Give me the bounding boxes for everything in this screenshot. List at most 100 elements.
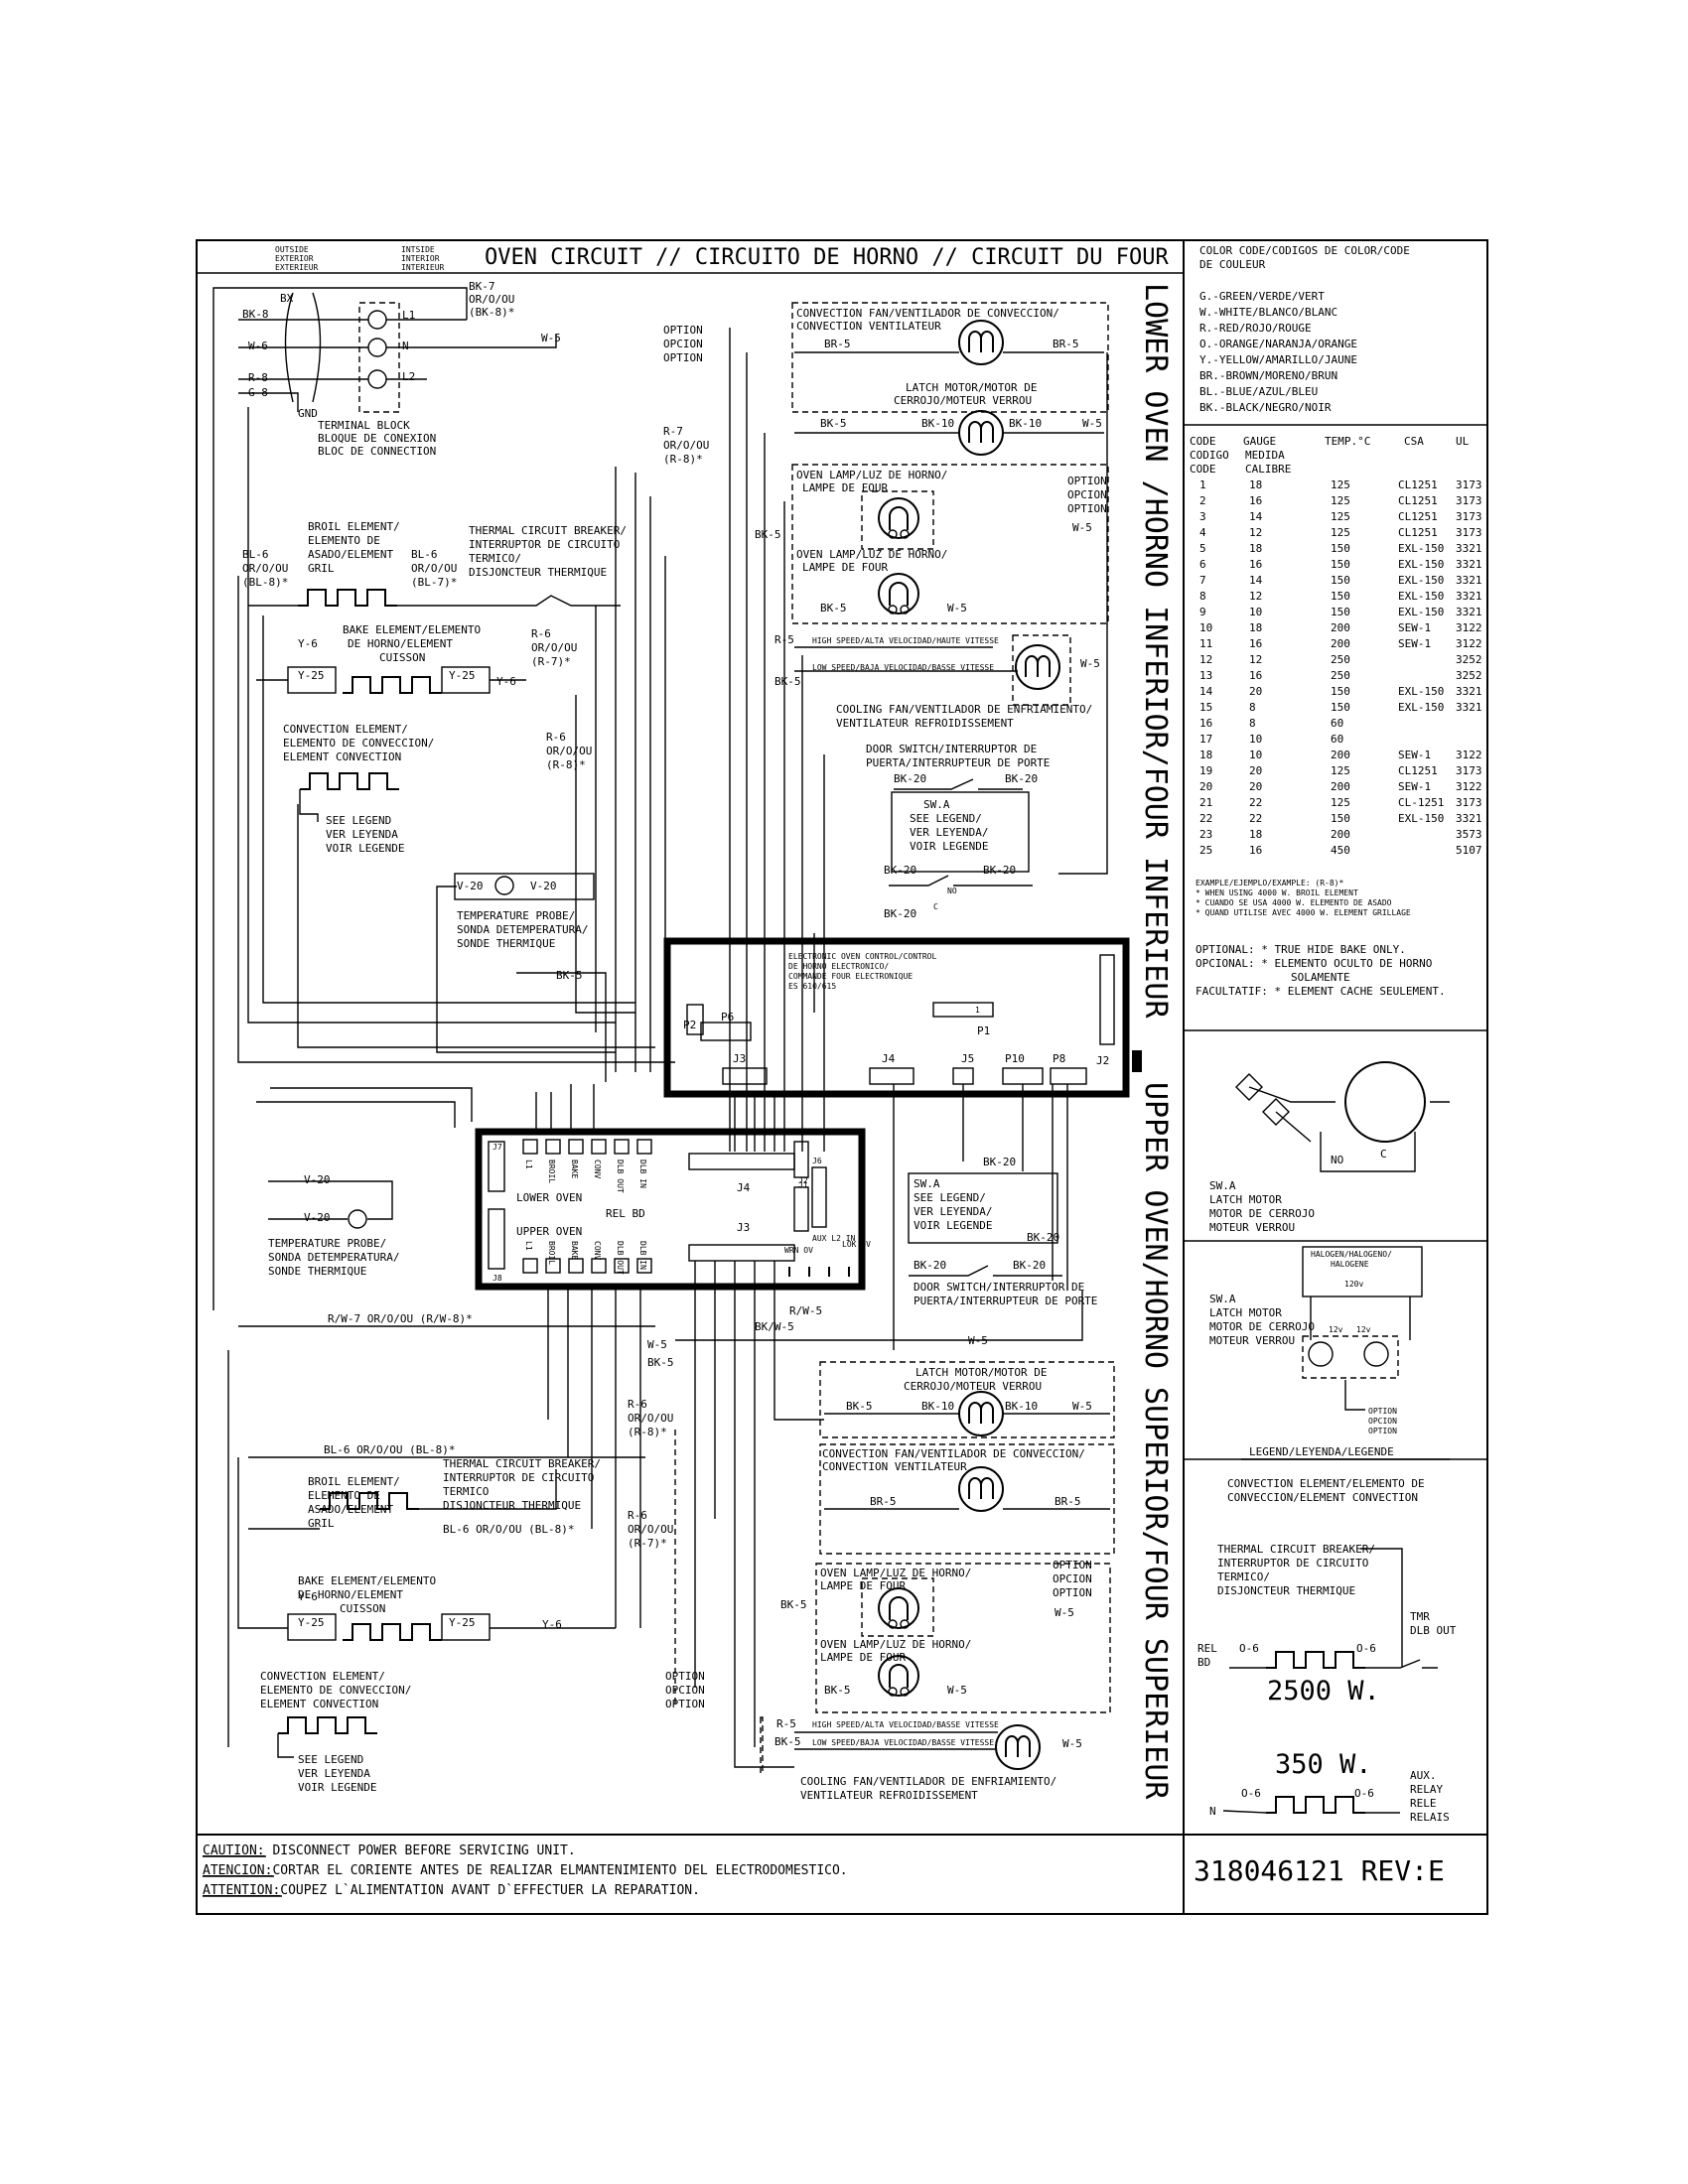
svg-text:W-5: W-5 (947, 602, 967, 614)
svg-text:BD: BD (1197, 1656, 1210, 1669)
gauge-cell: 3173 (1456, 796, 1482, 809)
gauge-cell: 9 (1199, 606, 1206, 618)
svg-text:VER LEYENDA/: VER LEYENDA/ (910, 826, 988, 839)
gauge-cell: 150 (1331, 812, 1350, 825)
svg-text:Y-25: Y-25 (298, 1616, 325, 1629)
svg-text:EXTERIEUR: EXTERIEUR (275, 263, 319, 272)
svg-text:CODE: CODE (1190, 463, 1216, 476)
svg-text:OPTION: OPTION (1368, 1427, 1397, 1435)
gauge-cell: 3122 (1456, 749, 1482, 761)
gauge-cell: 16 (1249, 669, 1262, 682)
gauge-cell: 18 (1199, 749, 1212, 761)
svg-text:NO: NO (947, 887, 957, 895)
svg-text:12v: 12v (1329, 1325, 1343, 1334)
gauge-cell: EXL-150 (1398, 542, 1444, 555)
svg-text:TERMICO/: TERMICO/ (1217, 1570, 1270, 1583)
svg-text:HALOGENE: HALOGENE (1331, 1260, 1369, 1269)
svg-text:PUERTA/INTERRUPTEUR DE PORTE: PUERTA/INTERRUPTEUR DE PORTE (914, 1295, 1097, 1307)
svg-text:SEE LEGEND/: SEE LEGEND/ (910, 812, 982, 825)
svg-text:BR-5: BR-5 (824, 338, 851, 350)
svg-text:ELEMENT CONVECTION: ELEMENT CONVECTION (283, 751, 401, 763)
gauge-cell: 150 (1331, 590, 1350, 603)
gauge-cell: 3173 (1456, 494, 1482, 507)
svg-text:GAUGE: GAUGE (1243, 435, 1276, 448)
svg-text:V-20: V-20 (304, 1211, 331, 1224)
gauge-cell: 3122 (1456, 637, 1482, 650)
svg-text:MOTEUR VERROU: MOTEUR VERROU (1209, 1334, 1295, 1347)
svg-text:P8: P8 (1053, 1052, 1065, 1065)
diagram-title: OVEN CIRCUIT // CIRCUITO DE HORNO // CIR… (485, 245, 1170, 270)
svg-text:CONVECTION ELEMENT/: CONVECTION ELEMENT/ (283, 723, 408, 736)
svg-text:DE COULEUR: DE COULEUR (1199, 258, 1266, 271)
svg-text:W.-WHITE/BLANCO/BLANC: W.-WHITE/BLANCO/BLANC (1199, 306, 1337, 319)
svg-text:ES 610/615: ES 610/615 (788, 982, 836, 991)
svg-text:OPTION: OPTION (1067, 502, 1107, 515)
svg-text:VER LEYENDA: VER LEYENDA (326, 828, 398, 841)
svg-text:EXAMPLE/EJEMPLO/EXAMPLE: (R-8): EXAMPLE/EJEMPLO/EXAMPLE: (R-8)* (1196, 879, 1343, 887)
gauge-cell: 10 (1249, 606, 1262, 618)
svg-text:SEE LEGEND: SEE LEGEND (298, 1753, 363, 1766)
svg-text:MOTOR DE CERROJO: MOTOR DE CERROJO (1209, 1207, 1315, 1220)
svg-text:LOK OV: LOK OV (842, 1240, 871, 1249)
svg-text:BROIL: BROIL (547, 1160, 556, 1183)
gauge-cell: 200 (1331, 621, 1350, 634)
svg-text:R/W-7 OR/O/OU (R/W-8)*: R/W-7 OR/O/OU (R/W-8)* (328, 1312, 473, 1325)
svg-text:SW.A: SW.A (923, 798, 950, 811)
gauge-cell: CL1251 (1398, 478, 1438, 491)
svg-text:BK-5: BK-5 (824, 1684, 851, 1697)
svg-text:OPTIONAL: * TRUE HIDE BAKE ON: OPTIONAL: * TRUE HIDE BAKE ONLY. (1196, 943, 1406, 956)
gauge-cell: 20 (1249, 685, 1262, 698)
gauge-cell: 23 (1199, 828, 1212, 841)
svg-text:LOW SPEED/BAJA VELOCIDAD/BASSE: LOW SPEED/BAJA VELOCIDAD/BASSE VITESSE (812, 1738, 994, 1747)
svg-text:TERMINAL BLOCK: TERMINAL BLOCK (318, 419, 410, 432)
svg-text:BROIL: BROIL (547, 1241, 556, 1265)
svg-text:O-6: O-6 (1241, 1787, 1261, 1800)
gauge-cell: 16 (1199, 717, 1212, 730)
svg-text:C: C (1380, 1148, 1387, 1160)
svg-text:OR/O/OU: OR/O/OU (628, 1523, 673, 1536)
gauge-cell: SEW-1 (1398, 749, 1431, 761)
svg-text:(R-7)*: (R-7)* (628, 1537, 667, 1550)
svg-text:(R-8)*: (R-8)* (546, 758, 586, 771)
svg-text:OPTION: OPTION (1053, 1586, 1092, 1599)
gauge-cell: 3173 (1456, 510, 1482, 523)
svg-text:DISJONCTEUR THERMIQUE: DISJONCTEUR THERMIQUE (1217, 1584, 1355, 1597)
svg-text:BR-5: BR-5 (1053, 338, 1079, 350)
svg-text:BLOC DE CONNECTION: BLOC DE CONNECTION (318, 445, 436, 458)
gauge-cell: 125 (1331, 764, 1350, 777)
gauge-cell: EXL-150 (1398, 558, 1444, 571)
svg-text:O.-ORANGE/NARANJA/ORANGE: O.-ORANGE/NARANJA/ORANGE (1199, 338, 1357, 350)
svg-text:BROIL ELEMENT/: BROIL ELEMENT/ (308, 520, 400, 533)
gauge-cell: 125 (1331, 796, 1350, 809)
svg-text:LAMPE DE FOUR: LAMPE DE FOUR (820, 1579, 906, 1592)
gauge-cell: 14 (1249, 510, 1263, 523)
svg-text:W-5: W-5 (541, 332, 561, 344)
svg-text:BROIL ELEMENT/: BROIL ELEMENT/ (308, 1475, 400, 1488)
svg-text:W-5: W-5 (1082, 417, 1102, 430)
svg-text:CAUTION: DISCONNECT POWER BEFO: CAUTION: DISCONNECT POWER BEFORE SERVICI… (203, 1843, 576, 1858)
svg-text:OPCION: OPCION (665, 1684, 705, 1697)
gauge-cell: 20 (1249, 780, 1262, 793)
gauge-cell: 3173 (1456, 764, 1482, 777)
svg-text:Y-6: Y-6 (542, 1618, 562, 1631)
svg-text:LOWER OVEN: LOWER OVEN (516, 1191, 582, 1204)
svg-text:EXTERIOR: EXTERIOR (275, 254, 314, 263)
gauge-cell: 125 (1331, 526, 1350, 539)
svg-text:LATCH MOTOR/MOTOR DE: LATCH MOTOR/MOTOR DE (915, 1366, 1047, 1379)
svg-text:OR/O/OU: OR/O/OU (546, 745, 592, 757)
gauge-cell: 6 (1199, 558, 1206, 571)
svg-text:CONVECTION ELEMENT/ELEMENTO DE: CONVECTION ELEMENT/ELEMENTO DE (1227, 1477, 1425, 1490)
gauge-cell: 14 (1249, 574, 1263, 587)
gauge-cell: 150 (1331, 542, 1350, 555)
svg-text:OR/O/OU: OR/O/OU (531, 641, 577, 654)
svg-text:MOTOR DE CERROJO: MOTOR DE CERROJO (1209, 1320, 1315, 1333)
gauge-cell: CL-1251 (1398, 796, 1444, 809)
svg-text:THERMAL CIRCUIT BREAKER/: THERMAL CIRCUIT BREAKER/ (469, 524, 627, 537)
gauge-cell: 125 (1331, 478, 1350, 491)
svg-text:VOIR LEGENDE: VOIR LEGENDE (910, 840, 988, 853)
svg-text:(BL-8)*: (BL-8)* (242, 576, 288, 589)
svg-text:FACULTATIF: * ELEMENT CACHE SE: FACULTATIF: * ELEMENT CACHE SEULEMENT. (1196, 985, 1446, 998)
gauge-cell: 8 (1199, 590, 1206, 603)
gauge-cell: EXL-150 (1398, 685, 1444, 698)
gauge-cell: 16 (1249, 844, 1262, 857)
